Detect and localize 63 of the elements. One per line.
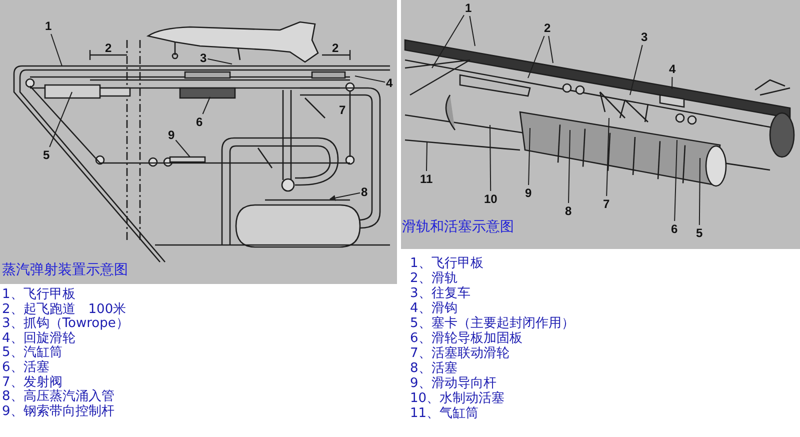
callout-number: 9 [525, 186, 532, 200]
callout-number: 7 [603, 197, 610, 211]
part-list-entry: 6、滑轮导板加固板 [410, 332, 522, 346]
part-list-entry: 4、回旋滑轮 [2, 332, 76, 346]
leader-line [432, 14, 464, 68]
part-list-entry: 5、塞卡（主要起封闭作用） [410, 317, 574, 331]
callout-number: 4 [386, 76, 393, 90]
leader-line [672, 76, 673, 90]
callout-number: 11 [420, 172, 433, 186]
callout-number: 10 [484, 192, 498, 206]
leader-line [329, 192, 360, 201]
callout-number: 1 [45, 19, 52, 33]
part-list-entry: 3、抓钩（Towrope） [2, 317, 129, 332]
figure-label: 滑轨和活塞示意图 [402, 219, 514, 235]
leader-line [354, 76, 386, 83]
part-list-entry: 9、钢索带向控制杆 [2, 404, 114, 419]
part-list-entry: 2、滑轨 [410, 272, 458, 286]
leader-line [175, 140, 190, 158]
part-list-entry: 8、活塞 [410, 362, 458, 376]
leader-line [426, 142, 428, 172]
part-list-entry: 10、水制动活塞 [410, 392, 505, 406]
callout-number: 4 [669, 62, 676, 76]
part-list-entry: 5、汽缸筒 [2, 346, 62, 360]
callout-number: 9 [168, 128, 175, 142]
part-list-entry: 7、活塞联动滑轮 [410, 347, 510, 361]
leader-line [528, 36, 545, 78]
part-list-entry: 1、飞行甲板 [410, 257, 484, 271]
leader-line [49, 92, 72, 148]
leader-line [202, 96, 210, 114]
callout-number: 2 [332, 41, 339, 55]
callout-number: 5 [696, 226, 703, 240]
leader-line [548, 36, 554, 64]
leader-line [528, 128, 530, 186]
leader-line [469, 16, 476, 46]
leader-line [568, 130, 570, 204]
callout-number: 5 [43, 148, 50, 162]
leader-line [630, 44, 643, 96]
callout-number: 8 [361, 185, 368, 199]
part-list-entry: 9、滑动导向杆 [410, 377, 496, 391]
callout-number: 8 [565, 204, 572, 218]
callout-number: 3 [641, 30, 648, 44]
leader-line [207, 58, 232, 64]
callout-number: 6 [196, 115, 203, 129]
part-list-entry: 7、发射阀 [2, 376, 62, 390]
callout-number: 7 [339, 103, 346, 117]
part-list-entry: 1、飞行甲板 [2, 288, 76, 302]
callout-number: 3 [200, 51, 207, 65]
leader-line [606, 118, 610, 196]
leader-line [698, 158, 700, 226]
callout-number: 2 [105, 41, 112, 55]
figure-label: 蒸汽弹射装置示意图 [2, 262, 128, 278]
part-list-entry: 8、高压蒸汽涌入管 [2, 390, 114, 404]
leader-line [50, 34, 62, 66]
part-list-entry: 3、往复车 [410, 287, 470, 301]
part-list-entry: 11、气缸筒 [410, 407, 479, 421]
callout-number: 1 [465, 1, 472, 15]
leader-line [490, 124, 492, 192]
callout-number: 2 [544, 21, 551, 35]
part-list-entry: 4、滑钩 [410, 302, 458, 316]
leader-line [674, 140, 678, 222]
callout-number: 6 [671, 222, 678, 236]
part-list-entry: 2、起飞跑道 100米 [2, 302, 126, 317]
part-list-entry: 6、活塞 [2, 361, 50, 375]
